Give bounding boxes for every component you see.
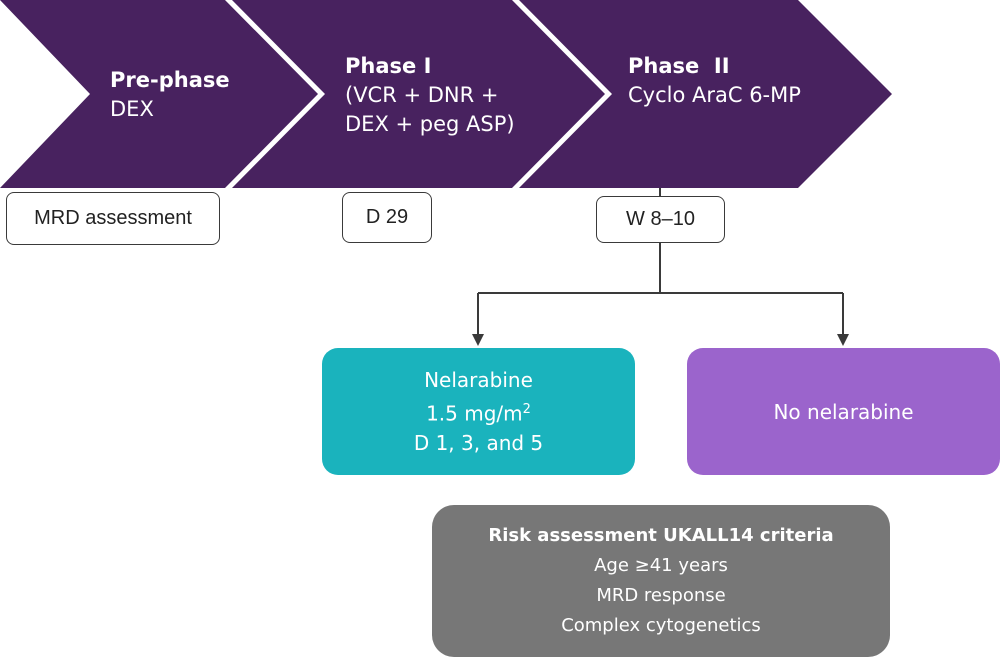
phase-2: Phase II Cyclo AraC 6-MP xyxy=(628,52,801,110)
phase-title: Pre-phase xyxy=(110,68,230,92)
risk-criterion: MRD response xyxy=(596,585,726,606)
nelarabine-name: Nelarabine xyxy=(424,367,533,392)
arrow-head-left xyxy=(472,334,484,346)
chevron-phase-1 xyxy=(232,0,605,188)
phase-title: Phase II xyxy=(628,54,730,78)
chevron-pre-phase xyxy=(0,0,318,188)
phase-title: Phase I xyxy=(345,54,432,78)
phase-detail: DEX xyxy=(110,97,154,121)
risk-assessment-box: Risk assessment UKALL14 criteria Age ≥41… xyxy=(432,505,890,657)
risk-assessment-title: Risk assessment UKALL14 criteria xyxy=(488,525,834,546)
arrow-head-right xyxy=(837,334,849,346)
timepoint-d29: D 29 xyxy=(342,192,432,243)
no-nelarabine-box: No nelarabine xyxy=(687,348,1000,475)
phase-detail: (VCR + DNR + DEX + peg ASP) xyxy=(345,83,515,136)
nelarabine-dose: 1.5 mg/m2 xyxy=(426,395,531,429)
no-nelarabine-label: No nelarabine xyxy=(773,399,914,424)
phase-1: Phase I (VCR + DNR + DEX + peg ASP) xyxy=(345,52,515,139)
nelarabine-days: D 1, 3, and 5 xyxy=(413,431,544,456)
timepoint-w8-10: W 8–10 xyxy=(596,196,725,243)
nelarabine-box: Nelarabine 1.5 mg/m2 D 1, 3, and 5 xyxy=(322,348,635,475)
risk-criterion: Complex cytogenetics xyxy=(561,615,761,636)
timepoint-mrd-assessment: MRD assessment xyxy=(6,192,220,245)
risk-criterion: Age ≥41 years xyxy=(594,555,728,576)
chevron-phase-2 xyxy=(519,0,892,188)
dose-superscript: 2 xyxy=(522,401,531,417)
phase-detail: Cyclo AraC 6-MP xyxy=(628,83,801,107)
phase-pre-phase: Pre-phase DEX xyxy=(110,66,230,124)
dose-value: 1.5 mg/m xyxy=(426,401,523,426)
